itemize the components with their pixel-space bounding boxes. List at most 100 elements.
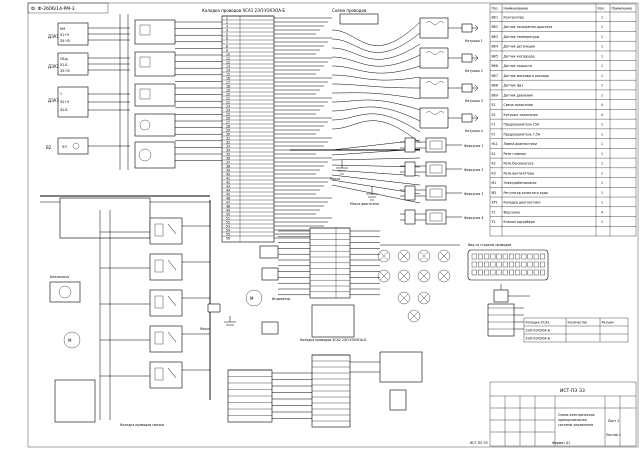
bom-pos: E2 xyxy=(492,113,496,117)
svg-text:ЗЭ-ЧЗ: ЗЭ-ЧЗ xyxy=(60,69,70,73)
bom-qty: 1 xyxy=(601,132,603,136)
bom-name: Датчик фаз xyxy=(504,84,524,88)
injector-plug xyxy=(404,185,416,201)
indicator-block xyxy=(259,245,279,259)
title-sheets: Листов 1 xyxy=(606,433,621,437)
small-connector xyxy=(487,284,530,337)
bom-pos: ВК2 xyxy=(492,25,498,29)
spark-plug xyxy=(461,83,473,93)
pin-number: 53 xyxy=(226,224,230,228)
lamp xyxy=(397,249,411,263)
connector-pin xyxy=(490,261,496,268)
connector-pin xyxy=(502,269,508,276)
lamp-cross xyxy=(439,251,449,261)
bom-qty: 1 xyxy=(601,162,603,166)
lamp-cross xyxy=(419,271,429,281)
connector-pin xyxy=(515,261,521,268)
connector-pin xyxy=(509,261,514,268)
pin-number: 4 xyxy=(226,28,228,32)
relay-coil xyxy=(154,367,164,381)
lamp-matrix xyxy=(377,244,460,323)
connector-pin xyxy=(502,261,508,268)
svg-text:Э1+Э: Э1+Э xyxy=(60,33,70,37)
bom-qty: 1 xyxy=(601,220,603,224)
lower-relay-box xyxy=(379,351,423,383)
wire xyxy=(331,92,421,100)
pin-number: 43 xyxy=(226,184,230,188)
pin-number: 27 xyxy=(226,120,230,124)
ignition-output-label: Катушка 1 xyxy=(465,39,483,43)
bom-name: Колодка диагностики xyxy=(504,201,541,205)
corner-stamp: Ф. Ф-2606/14-РМ-3 xyxy=(31,6,75,12)
lamp xyxy=(397,269,411,283)
bom-header-cell: Примечание xyxy=(612,7,633,11)
connector-pin xyxy=(471,269,477,276)
small-table-cell: Количество xyxy=(568,321,588,325)
title-line-1: Схема электрическая xyxy=(558,413,595,417)
bom-name: Катушка зажигания xyxy=(504,113,538,117)
connector-pin xyxy=(515,269,521,276)
connector-bottom-header: Колодка проводов ХСА2 2ЭЛ-УЭХЭОА-Б xyxy=(300,338,366,342)
svg-text:Э1-Б: Э1-Б xyxy=(60,63,68,67)
svg-text:Э2+Э: Э2+Э xyxy=(60,100,70,104)
bom-pos: K3 xyxy=(492,171,496,175)
bom-qty: 1 xyxy=(601,93,603,97)
wire xyxy=(331,106,421,122)
pin-number: 20 xyxy=(226,92,230,96)
injector-plug xyxy=(404,161,416,177)
ground-label-3: Масса xyxy=(200,327,210,331)
injector-plug xyxy=(404,209,416,225)
pin-number: 32 xyxy=(226,140,230,144)
svg-text:M: M xyxy=(68,338,72,343)
bom-name: Датчик давления xyxy=(504,93,533,97)
bom-name: Клапан адсорбера xyxy=(504,220,535,224)
injector xyxy=(425,161,447,177)
ignition-coil xyxy=(419,17,449,39)
lamp-cross xyxy=(439,271,449,281)
wire xyxy=(331,120,421,144)
bom-name: Контроллер xyxy=(504,15,524,19)
connector-pin xyxy=(496,253,502,260)
connector-view: Вид со стороны проводов xyxy=(467,243,549,281)
bom-header-cell: Поз. xyxy=(492,7,499,11)
bom-pos: ВК7 xyxy=(492,74,498,78)
pin-number: 34 xyxy=(226,148,230,152)
pin-number: 14 xyxy=(226,68,230,72)
relay-contact xyxy=(167,295,177,307)
ground-symbol-2 xyxy=(366,186,378,201)
relay-coil xyxy=(154,331,164,345)
bom-qty: 1 xyxy=(601,201,603,205)
bom-pos: K2 xyxy=(492,162,496,166)
title-sheet: Лист 1 xyxy=(608,419,619,423)
connector-pin xyxy=(478,261,483,268)
wire xyxy=(331,54,421,67)
pin-number: 23 xyxy=(226,104,230,108)
title-line-3: системы управления xyxy=(558,423,593,427)
left-device-3: ДЭУ3 1 Э2+Э Э2-Б xyxy=(48,86,89,118)
pin-number: 12 xyxy=(226,60,230,64)
lamp-block xyxy=(261,321,279,335)
arrow xyxy=(472,24,479,32)
wire xyxy=(331,174,421,186)
second-column-devices xyxy=(119,14,222,170)
wire xyxy=(331,65,421,74)
relay-contact xyxy=(167,331,177,343)
pin-number: 5 xyxy=(226,32,228,36)
bom-qty: 4 xyxy=(601,113,603,117)
motor-symbol-2 xyxy=(245,289,263,307)
title-block: ИСТ-ПЭ Э3 Схема электрическая принципиал… xyxy=(489,381,637,447)
pin-number: 56 xyxy=(226,236,230,240)
connector-pin xyxy=(484,253,490,260)
ground-symbol-1 xyxy=(336,160,348,175)
left-device-2: ДЭУ2 ОБщ Э1-Б ЗЭ-ЧЗ xyxy=(48,52,89,76)
pin-number: 31 xyxy=(226,136,230,140)
ignition-coil xyxy=(419,77,449,99)
svg-text:ЗЭ-ЧЗ: ЗЭ-ЧЗ xyxy=(60,39,70,43)
connector-pin xyxy=(490,253,496,260)
bom-name: Датчик детонации xyxy=(504,45,536,49)
lamp-cross xyxy=(399,293,409,303)
bom-name: Датчик кислорода xyxy=(504,54,535,58)
small-table-cell: Разъем xyxy=(602,321,615,325)
pin-number: 49 xyxy=(226,208,230,212)
